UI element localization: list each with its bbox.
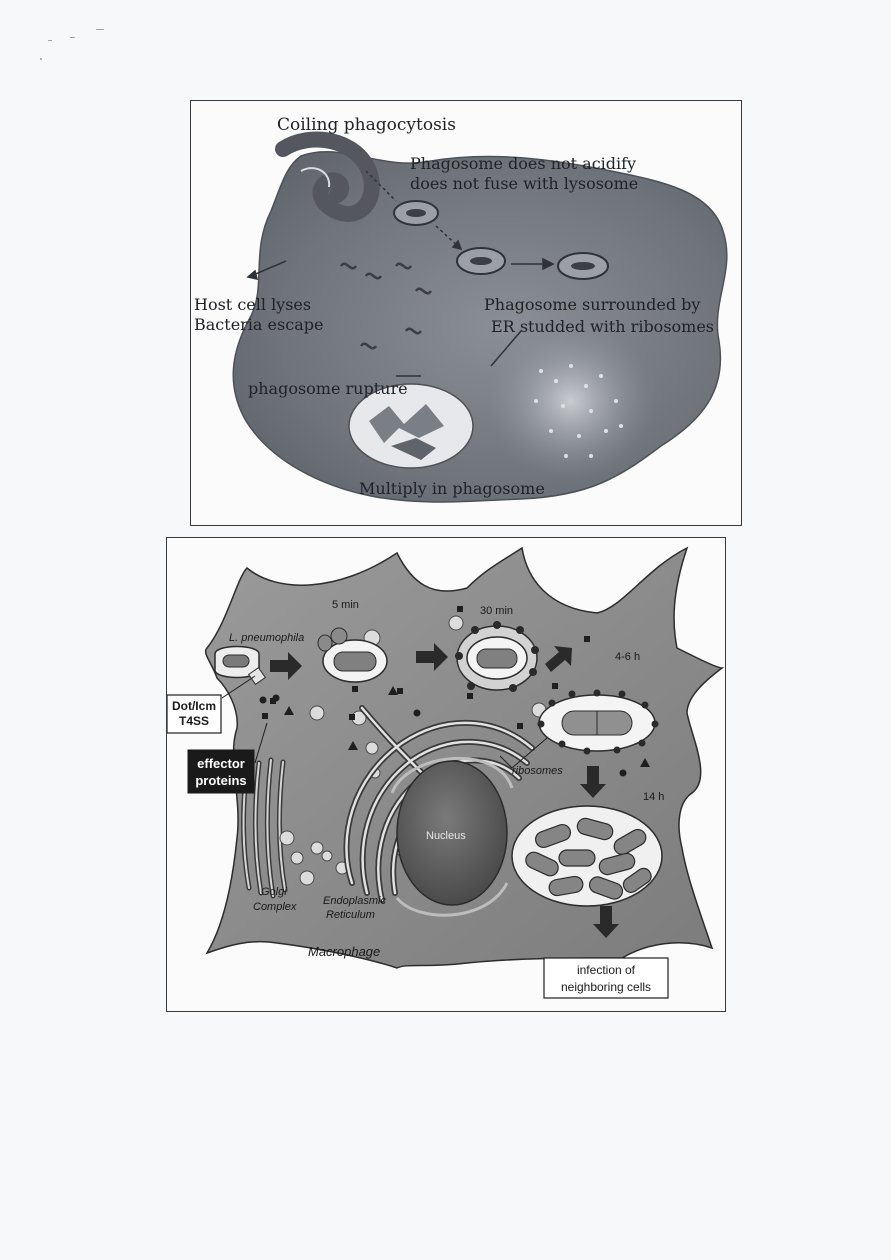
vacuole-5-min <box>317 627 388 683</box>
effector-proteins-callout <box>187 749 255 794</box>
label-infection-of: infection of <box>577 963 636 977</box>
entering-bacterium <box>214 645 267 686</box>
label-reticulum: Reticulum <box>326 909 375 921</box>
label-no-acidify: Phagosome does not acidify <box>410 154 636 173</box>
label-nucleus: Nucleus <box>426 830 466 842</box>
dot-icm-callout <box>167 694 222 734</box>
scan-mark <box>70 37 75 38</box>
label-golgi: Golgi <box>261 886 287 898</box>
ribosome-dots <box>534 364 623 458</box>
vacuole-30-min <box>455 621 539 692</box>
scan-mark <box>48 40 52 41</box>
label-4-6-h: 4-6 h <box>615 651 640 663</box>
label-er-surrounded: Phagosome surrounded by <box>484 295 700 314</box>
arrow-down-right-icon <box>545 646 572 672</box>
label-bacteria-escape: Bacteria escape <box>194 315 323 334</box>
vacuole-14-h <box>511 805 663 907</box>
label-neighboring-cells: neighboring cells <box>561 980 651 994</box>
label-5-min: 5 min <box>332 599 359 611</box>
arrow-down-icon <box>593 906 619 938</box>
label-macrophage: Macrophage <box>308 944 380 959</box>
arrow-down-icon <box>580 766 606 798</box>
label-er-ribosomes: ER studded with ribosomes <box>491 317 714 336</box>
infection-callout <box>543 957 669 999</box>
label-l-pneumophila: L. pneumophila <box>229 632 304 644</box>
label-host-cell-lyses: Host cell lyses <box>194 295 311 314</box>
stage-arrows <box>270 643 619 938</box>
arrow-right-icon <box>416 643 448 671</box>
label-endoplasmic: Endoplasmic <box>323 895 386 907</box>
nucleus <box>390 756 514 917</box>
label-complex: Complex <box>253 901 297 913</box>
pathway-arrows <box>246 170 555 377</box>
escaping-bacteria <box>339 262 433 350</box>
label-14-h: 14 h <box>643 791 664 803</box>
label-coiling-phagocytosis: Coiling phagocytosis <box>277 115 456 135</box>
label-no-lysosome-fusion: does not fuse with lysosome <box>410 174 638 193</box>
effector-protein-marks <box>259 606 650 777</box>
label-phagosome-rupture: phagosome rupture <box>248 379 408 398</box>
coiling-phagocytosis-figure: Coiling phagocytosis Phagosome does not … <box>190 100 742 526</box>
bacterial-mass <box>348 383 474 469</box>
vesicles <box>279 615 547 886</box>
label-ribosomes: ribosomes <box>512 765 563 777</box>
legionella-infection-diagram: Dot/Icm T4SS effector proteins infection… <box>167 546 725 999</box>
label-t4ss: T4SS <box>179 714 209 728</box>
label-effector: effector <box>197 756 245 771</box>
arrow-right-icon <box>270 652 302 680</box>
coiling-pseudopod <box>275 131 380 223</box>
legionella-infection-cycle-figure: Dot/Icm T4SS effector proteins infection… <box>166 537 726 1012</box>
coiling-phagocytosis-diagram: Coiling phagocytosis Phagosome does not … <box>194 115 728 503</box>
label-proteins: proteins <box>195 773 246 788</box>
label-multiply: Multiply in phagosome <box>359 479 545 498</box>
vacuole-4-6-h <box>537 689 659 755</box>
label-30-min: 30 min <box>480 605 513 617</box>
label-dot-icm: Dot/Icm <box>172 699 216 713</box>
scan-mark <box>96 29 104 30</box>
er-region <box>486 321 656 481</box>
leader-lines <box>221 675 548 769</box>
scan-mark <box>40 58 42 60</box>
